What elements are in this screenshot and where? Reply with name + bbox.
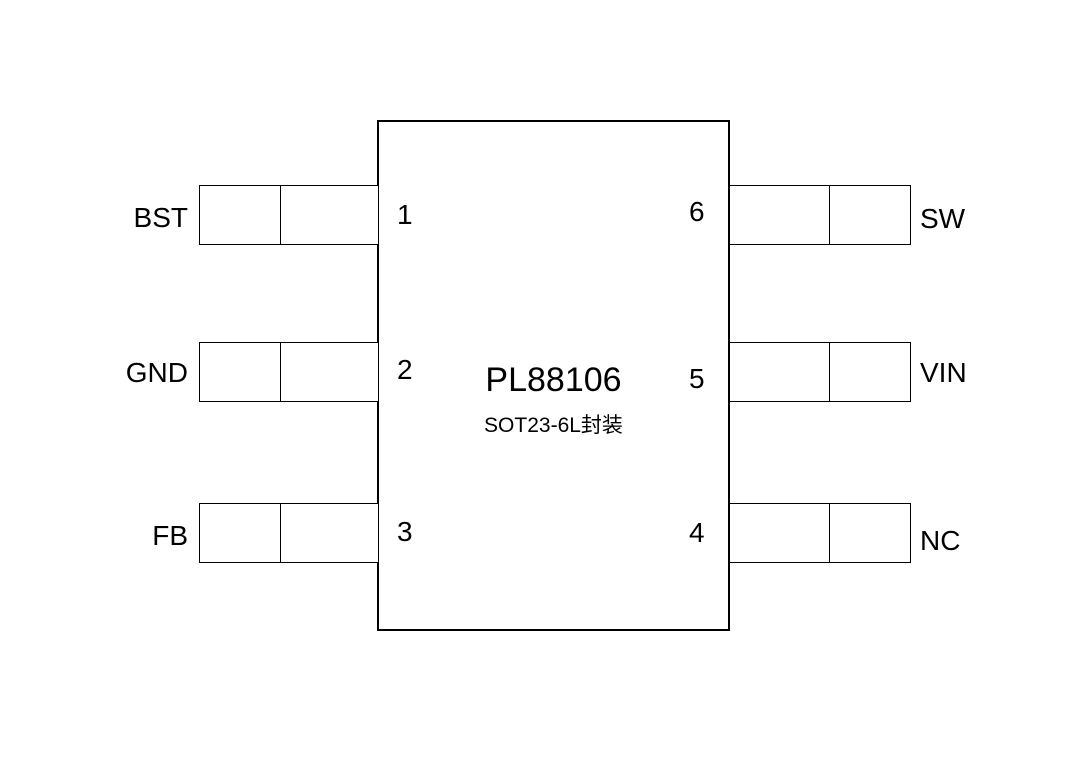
- pin-2-number: 2: [397, 354, 413, 385]
- part-number: PL88106: [485, 361, 622, 399]
- pin-6-number: 6: [689, 196, 705, 227]
- pin-1-lead-divider: [280, 186, 281, 244]
- pin-6-lead-divider: [829, 186, 830, 244]
- pin-5-lead-divider: [829, 343, 830, 401]
- pin-6-lead: [729, 185, 911, 245]
- pin-2-name: GND: [125, 357, 188, 388]
- pin-3-lead-divider: [280, 504, 281, 562]
- pin-1-lead: [199, 185, 379, 245]
- package-label: SOT23-6L封装: [484, 414, 623, 437]
- pin-2-lead-divider: [280, 343, 281, 401]
- pin-6-name: SW: [920, 203, 966, 234]
- pin-3-name: FB: [152, 520, 188, 551]
- pin-4-number: 4: [689, 517, 705, 548]
- pin-5-number: 5: [689, 363, 705, 394]
- pin-5-name: VIN: [920, 357, 967, 388]
- pin-4-lead: [729, 503, 911, 563]
- pin-1-name: BST: [133, 202, 188, 233]
- pin-1-number: 1: [397, 199, 413, 230]
- pin-4-lead-divider: [829, 504, 830, 562]
- pin-3-number: 3: [397, 516, 413, 547]
- pin-2-lead: [199, 342, 379, 402]
- pin-5-lead: [729, 342, 911, 402]
- pin-3-lead: [199, 503, 379, 563]
- ic-body: [377, 120, 730, 631]
- pin-4-name: NC: [920, 525, 961, 556]
